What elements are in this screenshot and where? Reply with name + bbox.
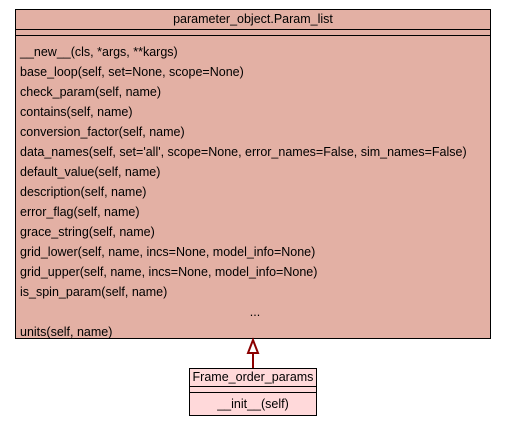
methods-ellipsis: ...: [249, 305, 261, 319]
param-list-class-box: parameter_object.Param_list __new__(cls,…: [15, 9, 491, 339]
method-item: contains(self, name): [20, 105, 133, 119]
method-item: check_param(self, name): [20, 85, 162, 99]
method-item: grid_lower(self, name, incs=None, model_…: [20, 245, 316, 259]
method-item: default_value(self, name): [20, 165, 161, 179]
frame-order-params-attributes-section: [190, 387, 316, 393]
method-item: grid_upper(self, name, incs=None, model_…: [20, 265, 318, 279]
param-list-methods-section: __new__(cls, *args, **kargs) base_loop(se…: [16, 36, 490, 342]
frame-order-params-class-box: Frame_order_params __init__(self): [189, 368, 317, 416]
frame-order-params-class-name: Frame_order_params: [190, 369, 316, 387]
param-list-attributes-section: [16, 30, 490, 36]
method-item: data_names(self, set='all', scope=None, …: [20, 145, 467, 159]
method-item: description(self, name): [20, 185, 147, 199]
method-item: is_spin_param(self, name): [20, 285, 168, 299]
method-item: __new__(cls, *args, **kargs): [20, 45, 178, 59]
method-item: grace_string(self, name): [20, 225, 155, 239]
method-item: conversion_factor(self, name): [20, 125, 185, 139]
method-item: base_loop(self, set=None, scope=None): [20, 65, 244, 79]
method-item: error_flag(self, name): [20, 205, 140, 219]
method-item: units(self, name): [20, 325, 113, 339]
method-item: __init__(self): [217, 397, 289, 411]
frame-order-params-methods-section: __init__(self): [190, 393, 316, 414]
inheritance-arrowhead-icon: [246, 337, 260, 354]
param-list-class-name: parameter_object.Param_list: [16, 10, 490, 30]
